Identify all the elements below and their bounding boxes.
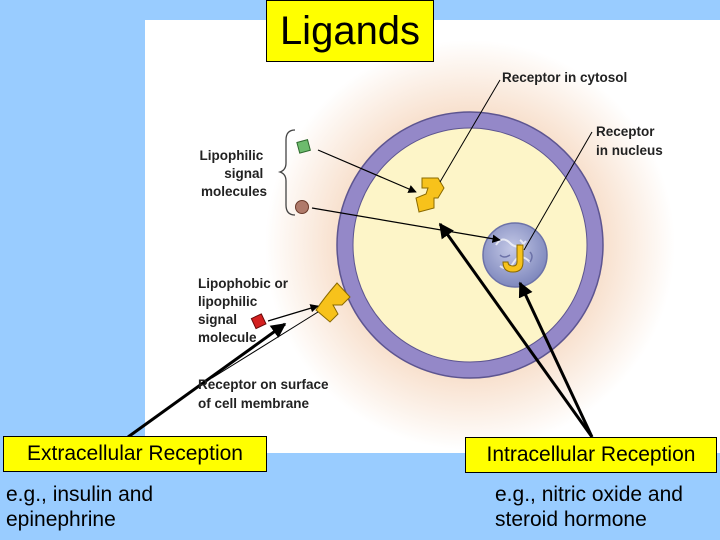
arrow-to-cytosol-receptor [317,149,417,193]
pointer-receptor-cytosol [439,79,501,183]
label-receptor-surface: Receptor on surface of cell membrane [198,377,332,411]
lipophilic-bracket [277,129,296,216]
intracellular-reception-label: Intracellular Reception [465,437,717,473]
arrow-intracellular-nucleus [518,281,594,438]
label-receptor-nucleus: Receptor in nucleus [596,124,663,158]
arrow-extracellular [127,322,287,439]
cytosol-receptor [415,177,445,213]
lipophobic-square [250,313,267,330]
label-lipophilic: Lipophilic signal molecules [199,148,267,199]
arrow-to-nucleus-receptor [311,207,501,243]
arrow-to-membrane-receptor [267,304,319,322]
nucleus [482,222,548,288]
extracellular-example: e.g., insulin and epinephrine [6,483,154,531]
pointer-receptor-surface [211,311,319,379]
slide-title: Ligands [266,0,434,62]
nucleus-receptor [502,244,524,273]
extracellular-reception-label: Extracellular Reception [3,436,267,472]
label-lipophobic: Lipophobic or lipophilic signal molecule [198,276,292,345]
lipophilic-circle [295,200,309,214]
cytoplasm [352,127,588,363]
lipophilic-square [296,139,311,154]
label-receptor-cytosol: Receptor in cytosol [502,70,627,85]
arrow-intracellular-cytosol [438,222,594,438]
intracellular-example: e.g., nitric oxide and steroid hormone [495,483,683,531]
pointer-receptor-nucleus [523,131,593,251]
